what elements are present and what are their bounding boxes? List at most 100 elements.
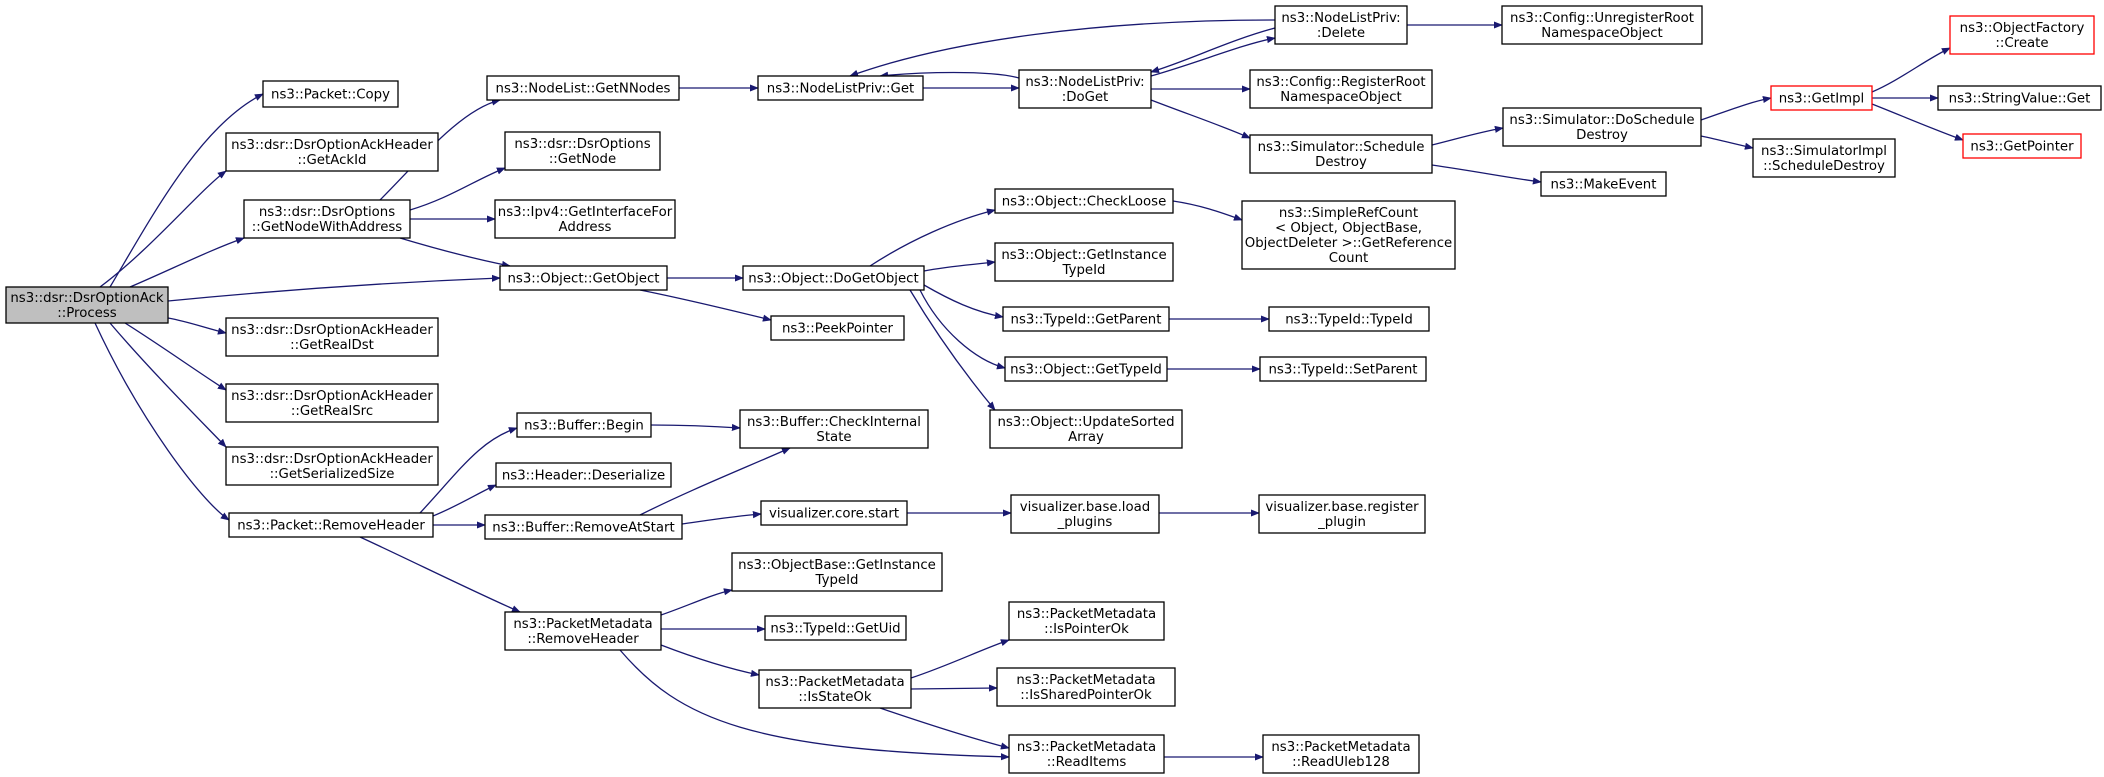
node-stringvalue-get[interactable]: ns3::StringValue::Get (1937, 85, 2102, 111)
node-label: ns3::TypeId::SetParent (1268, 363, 1417, 378)
node-label: ::Process (57, 306, 116, 321)
node-dogetobject[interactable]: ns3::Object::DoGetObject (742, 265, 925, 291)
node-getnodewithaddr[interactable]: ns3::dsr::DsrOptions::GetNodeWithAddress (243, 199, 411, 239)
node-label: ns3::dsr::DsrOptionAckHeader (231, 323, 433, 338)
edge-pm_isstateok-to-pm_issharedpointerok (910, 684, 998, 692)
edge-getnodewithaddr-to-dsroptions_getnode (409, 167, 506, 211)
edge-buffer_begin-to-checkinternalstate (650, 423, 741, 432)
node-getrealsrc[interactable]: ns3::dsr::DsrOptionAckHeader::GetRealSrc (225, 383, 439, 423)
node-label: ::IsStateOk (798, 690, 871, 705)
edge-dogetobject-to-checkloose (869, 208, 996, 267)
edge-doget-to-delete (1150, 36, 1276, 77)
node-typeid-typeid[interactable]: ns3::TypeId::TypeId (1268, 306, 1430, 332)
call-edges (94, 19, 1964, 761)
edge-process-to-getserializedsize (109, 322, 227, 448)
node-scheduledestroy[interactable]: ns3::Simulator::ScheduleDestroy (1249, 134, 1433, 174)
node-label: ns3::Object::GetObject (507, 272, 659, 287)
node-label: ns3::NodeListPriv: (1025, 75, 1144, 90)
node-label: ::ReadUleb128 (1292, 755, 1390, 770)
node-label: NamespaceObject (1541, 26, 1663, 41)
node-checkloose[interactable]: ns3::Object::CheckLoose (994, 188, 1174, 214)
node-peekpointer[interactable]: ns3::PeekPointer (770, 315, 905, 341)
node-label: ns3::dsr::DsrOptionAckHeader (231, 389, 433, 404)
node-label: ns3::ObjectFactory (1960, 21, 2085, 36)
node-label: ns3::Object::GetInstance (1001, 248, 1166, 263)
node-simimpl-scheduledestroy[interactable]: ns3::SimulatorImpl::ScheduleDestroy (1752, 138, 1896, 178)
node-pm-readitems[interactable]: ns3::PacketMetadata::ReadItems (1008, 734, 1165, 774)
node-label: ::RemoveHeader (527, 632, 639, 647)
edge-pm_removeheader-to-objectbase_getinstancetypeid (660, 588, 733, 616)
node-unregisterroot[interactable]: ns3::Config::UnregisterRootNamespaceObje… (1501, 5, 1703, 45)
node-label: :DoGet (1062, 90, 1109, 105)
node-label: Address (559, 220, 612, 235)
node-buffer-begin[interactable]: ns3::Buffer::Begin (516, 412, 652, 438)
node-label: ns3::Ipv4::GetInterfaceFor (498, 205, 673, 220)
node-label: ns3::PacketMetadata (1017, 740, 1156, 755)
node-removeheader[interactable]: ns3::Packet::RemoveHeader (228, 512, 434, 538)
node-label: ns3::Object::GetTypeId (1010, 363, 1162, 378)
edge-buffer_removeatstart-to-viz_core_start (681, 511, 762, 525)
node-pm-isstateok[interactable]: ns3::PacketMetadata::IsStateOk (758, 669, 912, 709)
node-getpointer[interactable]: ns3::GetPointer (1962, 133, 2082, 159)
node-pm-removeheader[interactable]: ns3::PacketMetadata::RemoveHeader (504, 611, 662, 651)
node-label: ns3::StringValue::Get (1949, 92, 2091, 107)
node-typeid-getuid[interactable]: ns3::TypeId::GetUid (764, 615, 907, 641)
edge-process-to-getobject (167, 274, 501, 302)
node-label: visualizer.core.start (769, 507, 899, 522)
edge-process-to-getrealdst (167, 317, 227, 335)
node-label: ns3::Buffer::RemoveAtStart (492, 521, 674, 536)
node-pm-issharedpointerok[interactable]: ns3::PacketMetadata::IsSharedPointerOk (996, 667, 1176, 707)
node-getserializedsize[interactable]: ns3::dsr::DsrOptionAckHeader::GetSeriali… (225, 446, 439, 486)
node-getobject[interactable]: ns3::Object::GetObject (499, 265, 668, 291)
node-getrealdst[interactable]: ns3::dsr::DsrOptionAckHeader::GetRealDst (225, 317, 439, 357)
node-label: ::IsPointerOk (1044, 622, 1129, 637)
node-simplerefcount[interactable]: ns3::SimpleRefCount< Object, ObjectBase,… (1241, 200, 1456, 270)
node-getackid[interactable]: ns3::dsr::DsrOptionAckHeader::GetAckId (225, 132, 439, 172)
node-label: Array (1068, 430, 1104, 445)
edge-dogetobject-to-updatesortedarray (909, 289, 996, 411)
node-copy[interactable]: ns3::Packet::Copy (262, 80, 399, 108)
node-label: ns3::Simulator::Schedule (1258, 140, 1425, 155)
edge-removeheader-to-pm_removeheader (359, 536, 521, 613)
node-getnnodes[interactable]: ns3::NodeList::GetNNodes (486, 75, 680, 101)
node-buffer-removeatstart[interactable]: ns3::Buffer::RemoveAtStart (484, 514, 683, 540)
node-object-gettypeid[interactable]: ns3::Object::GetTypeId (1004, 356, 1168, 382)
node-process[interactable]: ns3::dsr::DsrOptionAck::Process (5, 286, 169, 324)
node-typeid-setparent[interactable]: ns3::TypeId::SetParent (1259, 356, 1427, 382)
node-label: visualizer.base.load (1020, 500, 1150, 515)
node-dsroptions-getnode[interactable]: ns3::dsr::DsrOptions::GetNode (504, 131, 661, 171)
node-delete[interactable]: ns3::NodeListPriv::Delete (1274, 5, 1408, 45)
node-label: ns3::dsr::DsrOptionAck (10, 291, 164, 306)
node-viz-load-plugins[interactable]: visualizer.base.load_plugins (1010, 494, 1160, 534)
node-viz-core-start[interactable]: visualizer.core.start (760, 500, 908, 526)
node-label: ns3::MakeEvent (1551, 178, 1657, 193)
node-label: ns3::SimulatorImpl (1761, 144, 1887, 159)
node-viz-register-plugin[interactable]: visualizer.base.register_plugin (1258, 494, 1426, 534)
node-label: ns3::Buffer::Begin (524, 419, 644, 434)
node-pm-readuleb128[interactable]: ns3::PacketMetadata::ReadUleb128 (1262, 734, 1420, 774)
node-doget[interactable]: ns3::NodeListPriv::DoGet (1018, 69, 1152, 109)
node-label: ns3::NodeListPriv: (1281, 11, 1400, 26)
node-label: Destroy (1576, 128, 1628, 143)
edge-getobject-to-peekpointer (639, 289, 772, 322)
node-pm-ispointerok[interactable]: ns3::PacketMetadata::IsPointerOk (1008, 601, 1165, 641)
node-objectfactory-create[interactable]: ns3::ObjectFactory::Create (1949, 15, 2095, 55)
node-typeid-getparent[interactable]: ns3::TypeId::GetParent (1002, 306, 1170, 332)
node-label: ns3::SimpleRefCount (1279, 206, 1418, 221)
node-nodelistpriv-get[interactable]: ns3::NodeListPriv::Get (757, 75, 924, 101)
node-makeevent[interactable]: ns3::MakeEvent (1540, 171, 1667, 197)
node-label: ns3::NodeList::GetNNodes (496, 82, 671, 97)
node-header-deserialize[interactable]: ns3::Header::Deserialize (495, 462, 672, 488)
node-label: visualizer.base.register (1265, 500, 1419, 515)
node-label: ns3::dsr::DsrOptions (514, 137, 650, 152)
node-label: ::ScheduleDestroy (1763, 159, 1885, 174)
node-getimpl[interactable]: ns3::GetImpl (1770, 85, 1873, 111)
